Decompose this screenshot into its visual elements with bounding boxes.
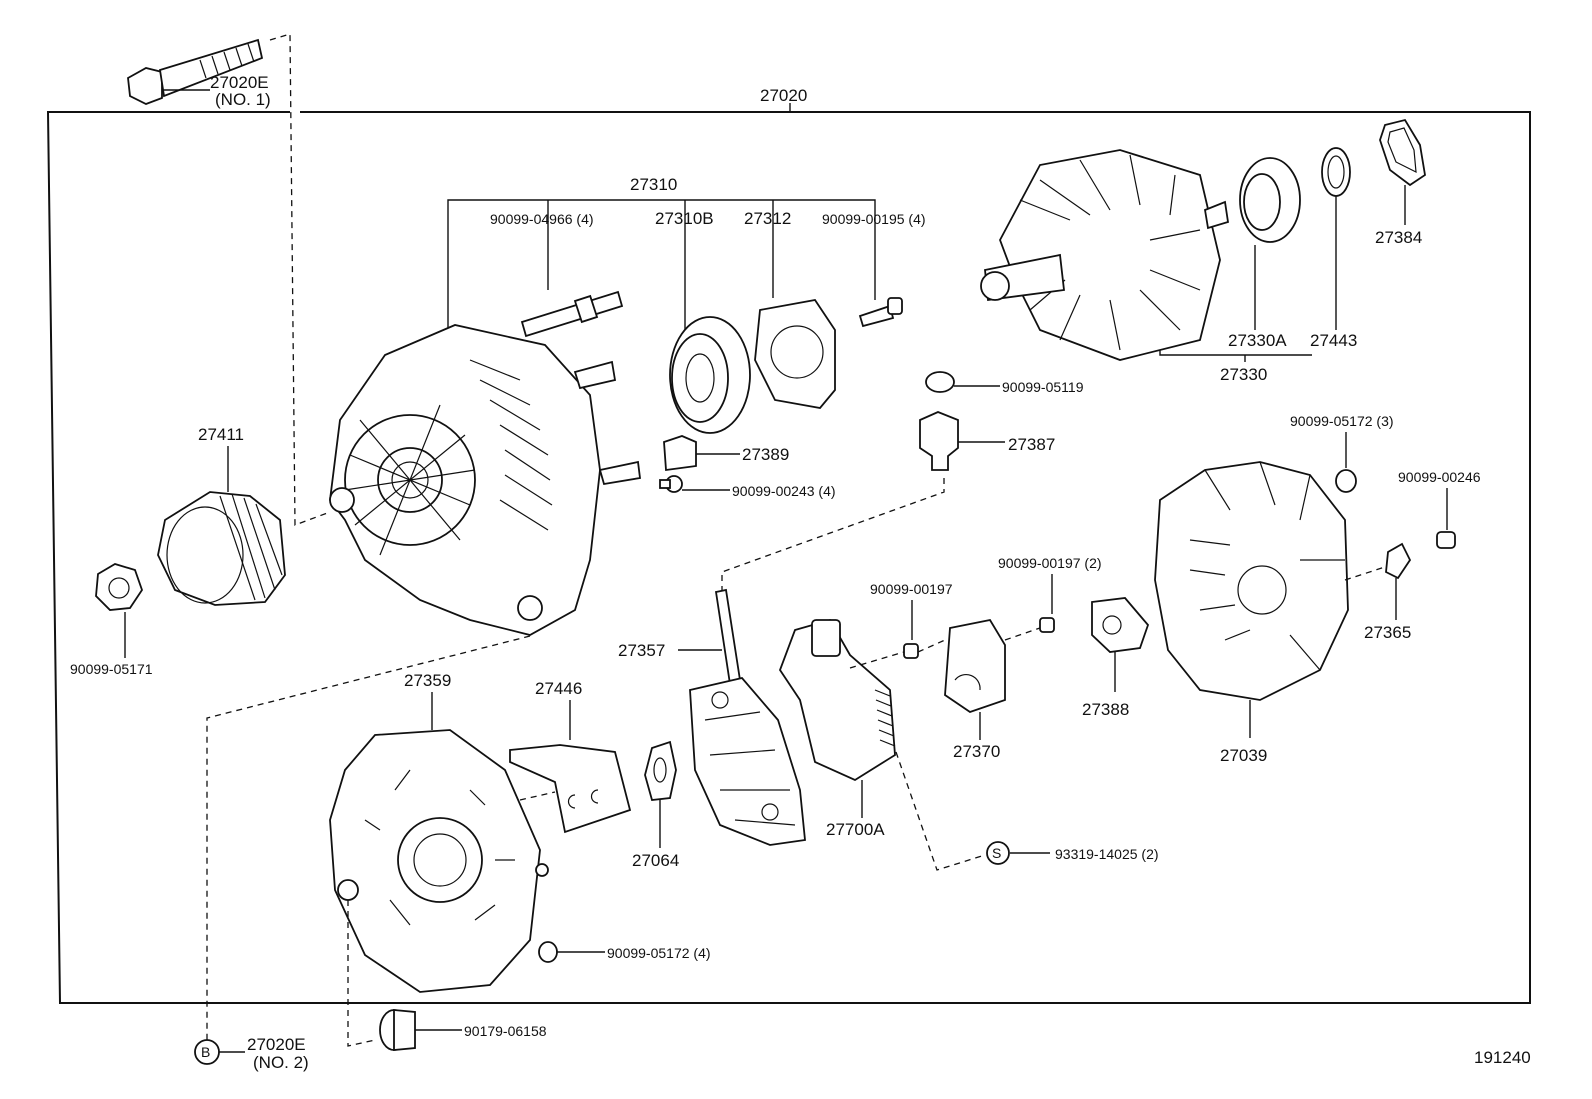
label-bolt-bottom-note: (NO. 2) [253, 1053, 309, 1072]
screw-00243-part[interactable] [659, 475, 683, 493]
label-screw-s: 93319-14025 (2) [1055, 846, 1159, 862]
label-rear-frame: 27359 [404, 671, 451, 690]
label-regulator: 27700A [826, 820, 885, 839]
bushing-06158-part[interactable] [379, 1009, 416, 1051]
retainer-27312-part[interactable] [754, 299, 836, 409]
label-bearing-27330a: 27330A [1228, 331, 1287, 350]
rectifier-part[interactable] [689, 588, 806, 846]
label-terminal-27365: 27365 [1364, 623, 1411, 642]
nut-05119-part[interactable] [925, 371, 955, 393]
label-bolt-top-note: (NO. 1) [215, 90, 271, 109]
label-screw-00243: 90099-00243 (4) [732, 483, 836, 499]
end-cover-part[interactable] [1154, 461, 1349, 701]
label-bolt-top-part: 27020E [210, 73, 269, 92]
nut-05172-3-part[interactable] [1335, 469, 1357, 493]
screw-s-marker: S [986, 841, 1010, 865]
screw-00197-part[interactable] [903, 643, 919, 659]
bearing-27330a-part[interactable] [1239, 157, 1301, 243]
label-rectifier: 27357 [618, 641, 665, 660]
label-pulley-nut: 90099-05171 [70, 661, 153, 677]
cover-27388-part[interactable] [1091, 597, 1150, 653]
svg-text:B: B [201, 1044, 210, 1060]
bolt-top[interactable] [127, 38, 264, 105]
diagram-code: 191240 [1474, 1048, 1531, 1067]
nut-00246-part[interactable] [1436, 531, 1456, 549]
label-pulley: 27411 [198, 425, 244, 444]
label-insulator-27064: 27064 [632, 851, 679, 870]
label-nut-00246: 90099-00246 [1398, 469, 1481, 485]
drive-end-frame[interactable] [329, 324, 642, 636]
label-plate: 27446 [535, 679, 582, 698]
label-assembly: 27020 [760, 86, 807, 105]
label-screw-00197: 90099-00197 [870, 581, 953, 597]
bolt-bottom-marker: B [194, 1039, 220, 1065]
pulley-nut-part[interactable] [95, 563, 143, 611]
label-cover-27443: 27443 [1310, 331, 1357, 350]
label-bolt-bottom-part: 27020E [247, 1035, 306, 1054]
ring-27384-part[interactable] [1379, 118, 1426, 187]
screw-00197-2-part[interactable] [1039, 617, 1055, 633]
plate-part[interactable] [509, 744, 632, 834]
bearing-27310b-part[interactable] [669, 316, 751, 434]
screw-00195-part[interactable] [858, 297, 903, 328]
label-cap-27389: 27389 [742, 445, 789, 464]
label-rotor-27330: 27330 [1220, 365, 1267, 384]
label-bearing: 27310B [655, 209, 714, 228]
label-screw-00195: 90099-00195 (4) [822, 211, 926, 227]
nut-05172-4-part[interactable] [538, 941, 558, 963]
label-retainer: 27312 [744, 209, 791, 228]
label-stud: 90099-04966 (4) [490, 211, 594, 227]
label-screw-00197-2: 90099-00197 (2) [998, 555, 1102, 571]
regulator-part[interactable] [778, 618, 896, 782]
insulator-27064-part[interactable] [644, 740, 677, 801]
terminal-27365-part[interactable] [1385, 542, 1412, 580]
pulley-part[interactable] [157, 491, 286, 606]
label-drive-end-group: 27310 [630, 175, 677, 194]
cover-27443-part[interactable] [1321, 147, 1351, 197]
brush-holder-part[interactable] [944, 618, 1006, 713]
label-insulator-27387: 27387 [1008, 435, 1055, 454]
assembly-frame [46, 111, 1531, 1004]
rotor-assembly-part[interactable] [980, 149, 1230, 361]
rear-frame-part[interactable] [329, 729, 549, 993]
label-cover-27388: 27388 [1082, 700, 1129, 719]
label-ring-27384: 27384 [1375, 228, 1422, 247]
label-nut-05119: 90099-05119 [1002, 379, 1084, 395]
svg-text:S: S [992, 845, 1001, 861]
label-bushing-06158: 90179-06158 [464, 1023, 547, 1039]
cap-27389-part[interactable] [663, 435, 697, 472]
label-nut-05172-3: 90099-05172 (3) [1290, 413, 1394, 429]
stud-part[interactable] [520, 290, 624, 338]
label-nut-05172-4: 90099-05172 (4) [607, 945, 711, 961]
insulator-27387-part[interactable] [919, 411, 959, 471]
label-end-cover: 27039 [1220, 746, 1267, 765]
label-brush-holder: 27370 [953, 742, 1000, 761]
